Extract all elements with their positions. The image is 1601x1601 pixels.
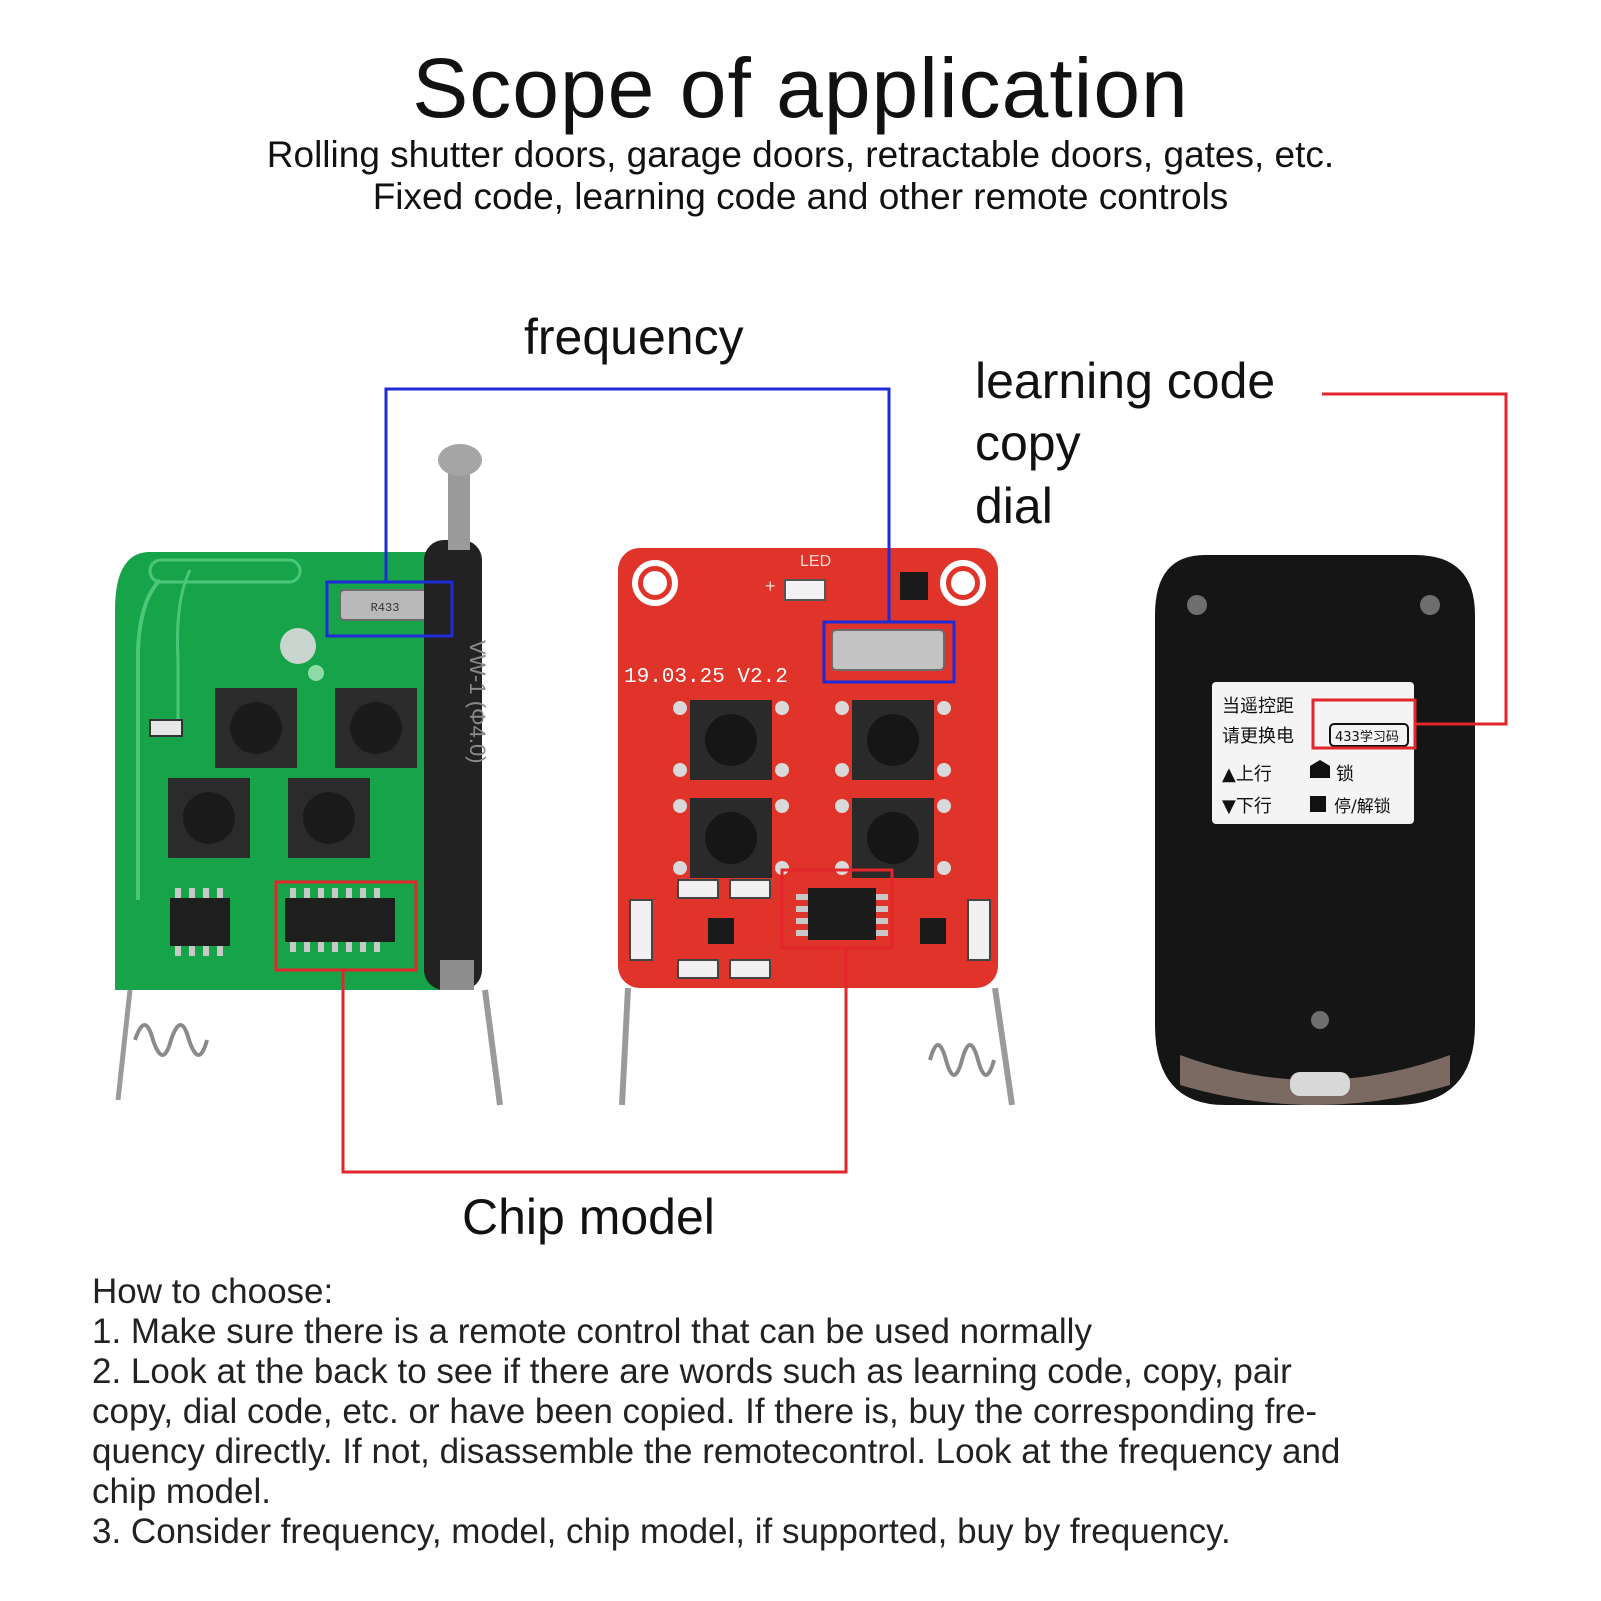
remote-label-badge: 433学习码: [1335, 729, 1399, 745]
label-learning-code: learning code: [975, 353, 1276, 409]
red-crystal: [831, 629, 945, 671]
green-board-marking: VW-1 (Φ4.0): [465, 640, 490, 764]
how-to-line-3: copy, dial code, etc. or have been copie…: [92, 1392, 1318, 1431]
red-led-label: LED: [800, 553, 831, 570]
frequency-callout: [325, 387, 956, 684]
green-small-chip: [170, 898, 230, 946]
label-dial: dial: [975, 478, 1053, 534]
green-pcb: R433 VW-1 (Φ4.0): [115, 444, 503, 1106]
remote-label-sticker: [1212, 682, 1414, 824]
red-main-chip: [808, 888, 876, 940]
lock-icon: [1310, 760, 1330, 778]
green-switches: [168, 688, 417, 858]
remote-control: 当遥控距 请更换电 433学习码 ▲上行 ▼下行 锁 停/解锁: [1155, 555, 1475, 1105]
green-antenna: [424, 540, 482, 990]
stop-icon: [1310, 796, 1326, 812]
how-to-choose-section: How to choose: 1. Make sure there is a r…: [92, 1272, 1532, 1552]
green-spring-icon: [133, 1023, 209, 1057]
how-to-heading: How to choose:: [92, 1272, 334, 1311]
green-main-chip: [285, 898, 395, 942]
red-switches: [690, 700, 934, 878]
label-chip-model: Chip model: [462, 1189, 715, 1245]
remote-label-lock: 锁: [1336, 764, 1354, 785]
chip-model-callout: [274, 868, 894, 1174]
learning-code-callout: [1311, 392, 1508, 750]
how-to-line-4: quency directly. If not, disassemble the…: [92, 1432, 1341, 1471]
remote-label-line-2: 请更换电: [1222, 726, 1294, 747]
subtitle-line-1: Rolling shutter doors, garage doors, ret…: [266, 134, 1335, 175]
remote-label-down: ▼下行: [1222, 796, 1272, 817]
how-to-line-5: chip model.: [92, 1472, 271, 1511]
red-plus-label: +: [765, 576, 776, 596]
green-crystal-marking: R433: [371, 601, 400, 615]
label-frequency: frequency: [524, 309, 744, 365]
remote-label-stop: 停/解锁: [1334, 797, 1391, 817]
red-spring-icon: [928, 1043, 996, 1077]
how-to-line-2: 2. Look at the back to see if there are …: [92, 1352, 1292, 1391]
red-board-date: 19.03.25 V2.2: [624, 666, 788, 689]
how-to-line-6: 3. Consider frequency, model, chip model…: [92, 1512, 1231, 1551]
page-title: Scope of application: [412, 41, 1189, 135]
subtitle-line-2: Fixed code, learning code and other remo…: [372, 176, 1229, 217]
red-pcb: LED + 19.03.25 V2.2: [618, 548, 1015, 1106]
label-copy: copy: [975, 415, 1081, 471]
remote-label-up: ▲上行: [1222, 764, 1272, 785]
remote-label-line-1: 当遥控距: [1222, 696, 1294, 717]
how-to-line-1: 1. Make sure there is a remote control t…: [92, 1312, 1092, 1351]
